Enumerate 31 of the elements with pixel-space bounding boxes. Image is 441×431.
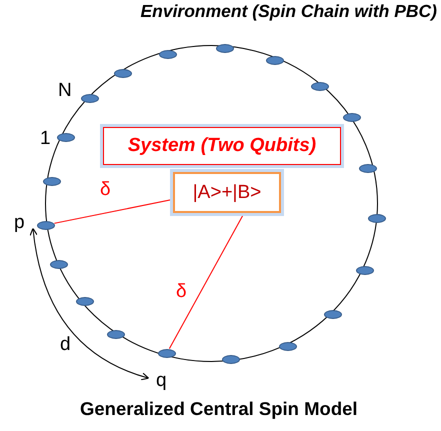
spin-dot (81, 94, 99, 102)
system-label: System (Two Qubits) (128, 135, 316, 157)
spin-dot (222, 354, 240, 364)
site-label: 1 (40, 128, 51, 150)
spin-dot (216, 44, 234, 52)
state-label: |A>+|B> (192, 182, 262, 204)
spin-dot (114, 68, 132, 78)
spin-dot (279, 342, 297, 350)
state-box (173, 172, 281, 213)
site-label: q (156, 370, 167, 392)
caption: Generalized Central Spin Model (80, 398, 358, 420)
spin-dot (50, 260, 68, 268)
environment-heading: Environment (Spin Chain with PBC) (140, 1, 437, 22)
spin-dot (158, 348, 176, 358)
spin-dot (356, 266, 374, 274)
spin-dot (359, 164, 377, 172)
spin-dot (107, 330, 125, 338)
site-label: p (14, 212, 25, 234)
spin-dot (324, 310, 342, 318)
system-box (103, 127, 341, 165)
spin-dot (311, 82, 329, 90)
spin-dot (159, 50, 177, 58)
distance-label: d (60, 334, 71, 356)
spin-dot (37, 220, 55, 230)
spin-dot (343, 112, 361, 122)
spin-dot (368, 214, 386, 222)
site-label: N (58, 80, 72, 102)
spin-dot (43, 176, 61, 186)
spin-dot (57, 132, 75, 142)
spin-dot (76, 296, 94, 306)
spin-dot (266, 56, 284, 64)
